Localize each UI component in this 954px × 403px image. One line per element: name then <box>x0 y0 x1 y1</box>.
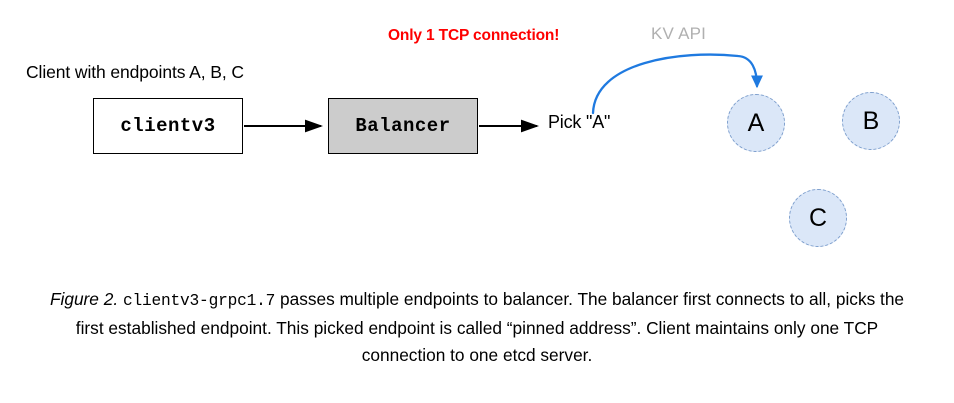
arrow-kv-api-curve <box>591 53 763 115</box>
pick-a-label: Pick "A" <box>548 112 611 132</box>
diagram-connectors <box>244 53 763 133</box>
client-endpoints-label: Client with endpoints A, B, C <box>26 62 244 82</box>
balancer-box: Balancer <box>328 98 478 154</box>
figure-caption: Figure 2. clientv3-grpc1.7 passes multip… <box>34 286 920 369</box>
caption-body: passes multiple endpoints to balancer. T… <box>75 289 905 365</box>
endpoint-circle-b: B <box>842 92 900 150</box>
caption-figure-number: Figure 2. <box>49 289 123 309</box>
endpoint-circle-c: C <box>789 189 847 247</box>
kv-api-label: KV API <box>651 24 707 43</box>
endpoint-circle-a: A <box>727 94 785 152</box>
tcp-connection-warning-label: Only 1 TCP connection! <box>388 27 560 44</box>
diagram-area: Client with endpoints A, B, C Only 1 TCP… <box>26 24 900 247</box>
caption-code-term: clientv3-grpc1.7 <box>122 292 276 310</box>
clientv3-box: clientv3 <box>93 98 243 154</box>
